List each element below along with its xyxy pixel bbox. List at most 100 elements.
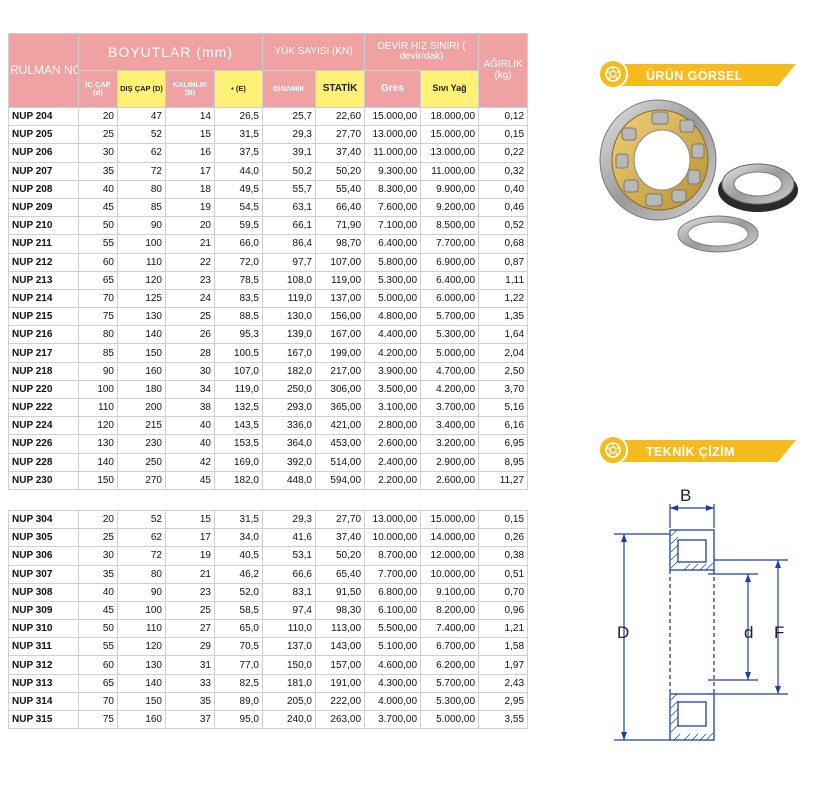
table-cell: 130 — [78, 434, 118, 454]
table-cell: 98,30 — [314, 600, 366, 621]
table-cell: 58,5 — [214, 600, 263, 621]
table-cell: 45 — [78, 600, 118, 621]
bearing-code-cell: NUP 305 — [8, 528, 79, 548]
table-cell: 38 — [165, 397, 215, 418]
table-cell: 20 — [165, 216, 215, 236]
urun-gorsel-label: ÜRÜN GÖRSEL — [646, 69, 743, 83]
table-cell: 191,00 — [314, 673, 366, 693]
table-cell: 45 — [165, 470, 215, 490]
rollers-group — [615, 111, 705, 207]
table-cell: 21 — [165, 564, 215, 584]
table-cell: 82,5 — [214, 673, 263, 693]
table-cell: 50,20 — [314, 546, 366, 566]
table-cell: 37,40 — [314, 143, 366, 163]
table-cell: 7.400,00 — [420, 619, 480, 639]
table-cell: 27 — [165, 619, 215, 639]
table-cell: 3.500,00 — [364, 379, 422, 400]
table-cell: 15.000,00 — [420, 125, 480, 145]
bearing-code-cell: NUP 205 — [8, 125, 79, 145]
kalinlik-header: KALINLIK (B) — [165, 70, 215, 108]
table-cell: 263,00 — [314, 709, 366, 730]
table-cell: 0,40 — [478, 179, 529, 199]
table-cell: 3.700,00 — [420, 397, 480, 418]
table-cell: 6.000,00 — [420, 288, 480, 309]
table-cell: 13.000,00 — [364, 125, 422, 145]
table-cell: 6.100,00 — [364, 600, 422, 621]
table-cell: 140 — [117, 673, 166, 693]
bearing-code-cell: NUP 222 — [8, 397, 79, 418]
table-cell: 0,22 — [478, 143, 529, 163]
table-cell: 230 — [117, 434, 166, 454]
table-cell: 25 — [165, 600, 215, 621]
table-cell: 594,00 — [314, 470, 366, 490]
table-cell: 1,58 — [478, 637, 529, 657]
table-cell: 40,5 — [214, 546, 263, 566]
table-cell: 50 — [78, 216, 118, 236]
table-cell: 29 — [165, 637, 215, 657]
ic-cap-header: İÇ ÇAP (d) — [78, 70, 118, 108]
bearing-code-cell: NUP 210 — [8, 216, 79, 236]
table-cell: 7.100,00 — [364, 216, 422, 236]
table-cell: 35 — [78, 564, 118, 584]
table-cell: 15 — [165, 509, 215, 530]
table-cell: 160 — [117, 361, 166, 381]
table-cell: 4.200,00 — [364, 343, 422, 363]
table-cell: 25 — [78, 528, 118, 548]
table-cell: 4.600,00 — [364, 655, 422, 675]
bearing-code-cell: NUP 226 — [8, 434, 79, 454]
table-cell: 4.200,00 — [420, 379, 480, 400]
table-cell: 53,1 — [262, 546, 316, 566]
teknik-cizim-badge: TEKNİK ÇİZİM — [598, 435, 808, 465]
table-cell: 19 — [165, 197, 215, 218]
table-cell: 55 — [78, 637, 118, 657]
table-cell: 52 — [117, 125, 166, 145]
table-cell: 5.000,00 — [420, 709, 480, 730]
table-cell: 0,32 — [478, 161, 529, 181]
table-cell: 100,5 — [214, 343, 263, 363]
table-cell: 6,95 — [478, 434, 529, 454]
table-cell: 5.800,00 — [364, 252, 422, 272]
table-cell: 44,0 — [214, 161, 263, 181]
table-cell: 2.600,00 — [364, 434, 422, 454]
table-cell: 71,90 — [314, 216, 366, 236]
dimension-label-F: F — [774, 623, 785, 642]
table-cell: 65,40 — [314, 564, 366, 584]
table-cell: 98,70 — [314, 234, 366, 254]
bearing-code-cell: NUP 217 — [8, 343, 79, 363]
bearing-code-cell: NUP 313 — [8, 673, 79, 693]
table-cell: 31 — [165, 655, 215, 675]
gres-header: Gres — [364, 70, 422, 108]
table-cell: 364,0 — [262, 434, 316, 454]
table-cell: 0,51 — [478, 564, 529, 584]
table-cell: 12.000,00 — [420, 546, 480, 566]
table-cell: 13.000,00 — [420, 143, 480, 163]
table-cell: 130,0 — [262, 307, 316, 327]
table-cell: 0,26 — [478, 528, 529, 548]
table-cell: 85 — [78, 343, 118, 363]
yuk-sayisi-header: YÜK SAYISI (KN) — [261, 33, 366, 71]
table-cell: 33 — [165, 673, 215, 693]
table-cell: 2,43 — [478, 673, 529, 693]
table-cell: 11.000,00 — [364, 143, 422, 163]
table-cell: 9.100,00 — [420, 582, 480, 602]
table-cell: 113,00 — [314, 619, 366, 639]
table-cell: 150 — [117, 691, 166, 712]
table-cell: 25,7 — [262, 106, 316, 127]
table-cell: 66,0 — [214, 234, 263, 254]
table-cell: 2,50 — [478, 361, 529, 381]
table-cell: 9.900,00 — [420, 179, 480, 199]
table-cell: 222,00 — [314, 691, 366, 712]
bearing-code-cell: NUP 230 — [8, 470, 79, 490]
table-cell: 30 — [78, 546, 118, 566]
table-cell: 0,15 — [478, 509, 529, 530]
table-cell: 50 — [78, 619, 118, 639]
bearing-code-cell: NUP 308 — [8, 582, 79, 602]
